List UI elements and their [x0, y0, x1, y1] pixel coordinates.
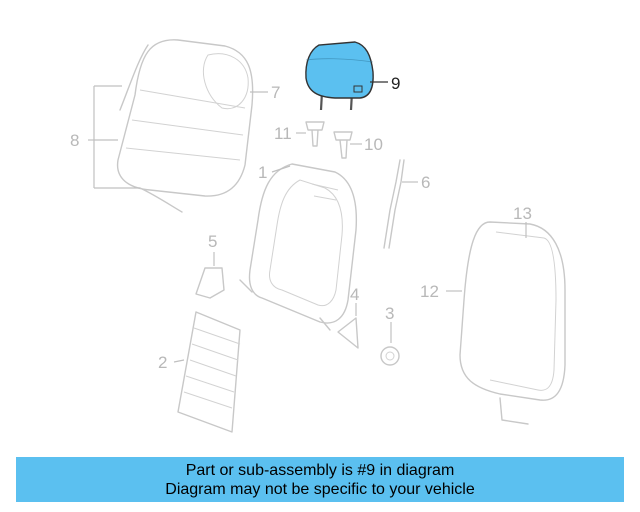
- guide-part-6: [383, 159, 405, 249]
- callout-8: 8: [70, 85, 140, 189]
- spring-mat-part-2: 2: [158, 311, 241, 433]
- callout-7: 7: [250, 83, 280, 102]
- callout-label-13: 13: [513, 204, 532, 223]
- headrest-guide-part-11: [305, 121, 325, 147]
- seat-cover-back: [116, 39, 254, 213]
- bracket-part-5: 5: [195, 232, 225, 299]
- rear-panel-part-12: [459, 221, 566, 425]
- part-info-line: Part or sub-assembly is #9 in diagram: [185, 462, 455, 479]
- callout-label-6: 6: [421, 173, 430, 192]
- callout-6: 6: [402, 173, 430, 192]
- headrest-part-9[interactable]: [305, 41, 374, 111]
- callout-10: 10: [350, 135, 383, 154]
- callout-label-5: 5: [208, 232, 217, 251]
- callout-label-8: 8: [70, 131, 79, 150]
- callout-label-11: 11: [274, 124, 292, 143]
- callout-13: 13: [513, 204, 532, 238]
- callout-label-9: 9: [391, 74, 400, 93]
- disclaimer-line: Diagram may not be specific to your vehi…: [165, 481, 475, 498]
- callout-label-4: 4: [350, 285, 359, 304]
- callout-label-1: 1: [258, 163, 267, 182]
- callout-label-12: 12: [420, 282, 439, 301]
- trim-part-4: 4: [337, 285, 359, 349]
- callout-11: 11: [274, 124, 306, 143]
- headrest-guide-part-10: [333, 131, 353, 159]
- callout-label-2: 2: [158, 353, 167, 372]
- callout-1: 1: [258, 163, 291, 182]
- callout-label-7: 7: [271, 83, 280, 102]
- seat-frame-part-1: [239, 163, 358, 331]
- callout-9: 9: [370, 74, 400, 93]
- callout-label-10: 10: [364, 135, 383, 154]
- part-info-banner: Part or sub-assembly is #9 in diagram Di…: [16, 457, 624, 502]
- nut-part-3: 3: [380, 304, 400, 366]
- callout-label-3: 3: [385, 304, 394, 323]
- callout-12: 12: [420, 282, 462, 301]
